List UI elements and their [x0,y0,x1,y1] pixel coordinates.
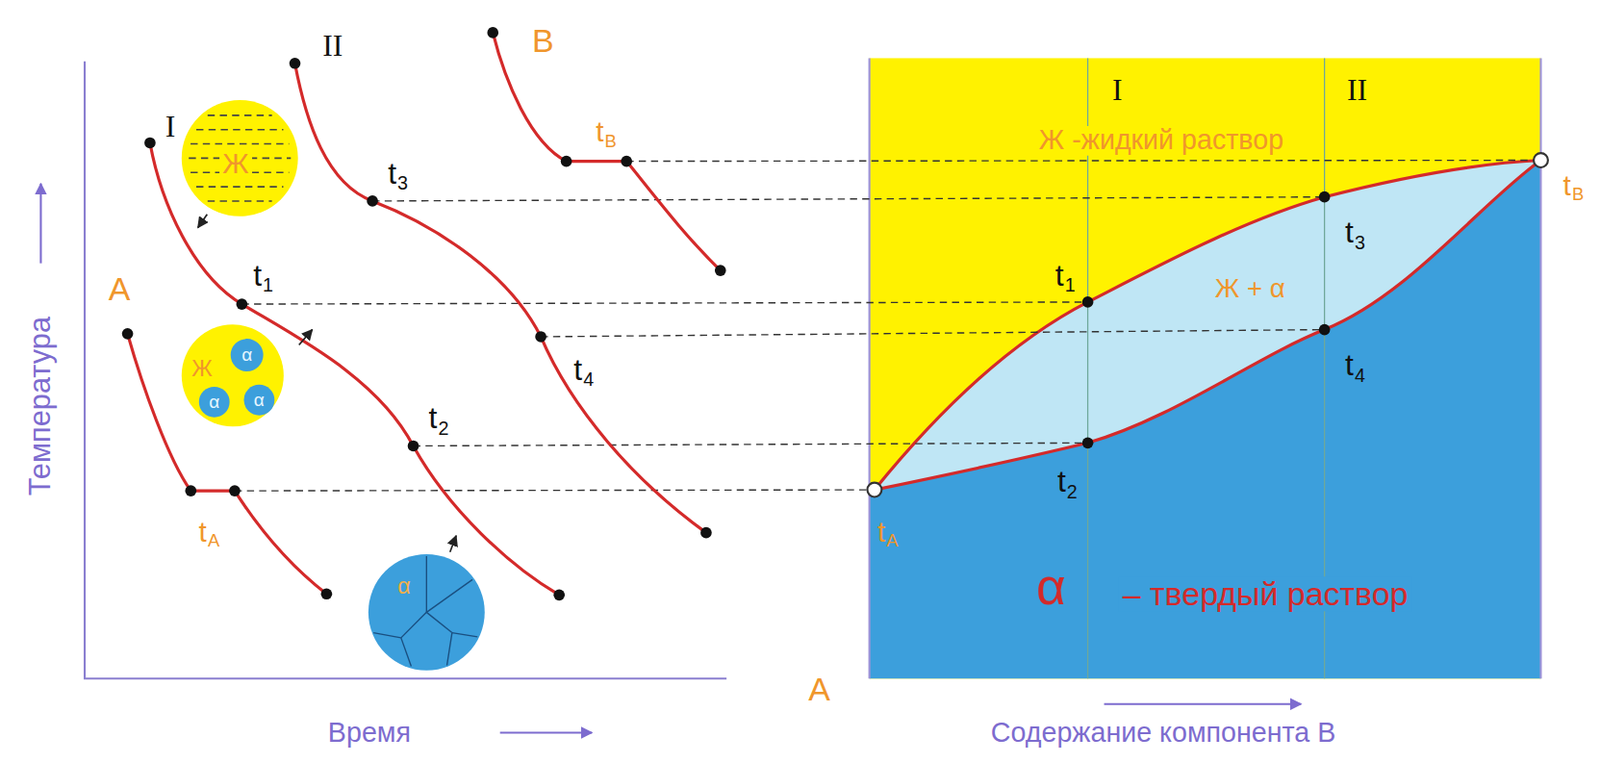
region-label: Ж + α [1215,274,1286,302]
temperature-mark: tA [877,518,899,548]
liquidus-line [874,160,1542,491]
crystal-circle: α [199,386,230,418]
phase-letter: α [397,575,410,598]
cooling-curves [127,32,721,595]
axis-arrow [500,731,592,734]
temperature-mark: t1 [1055,259,1076,291]
axes [84,61,727,680]
axis-arrow [39,183,42,264]
projection-lines [234,160,1542,492]
crystal-circle: α [243,384,275,416]
component-name: B [532,24,555,57]
phase-letter: α [208,392,220,411]
component-name: A [108,272,131,305]
two-phase-region [874,160,1542,491]
curve-number: I [165,111,177,143]
phase-letter: Ж [191,357,213,381]
axis-arrow [1104,703,1302,706]
solidus-line [874,160,1542,491]
component-name: A [808,672,831,706]
region-label: Ж -жидкий раствор [1035,126,1289,156]
temperature-mark: t2 [1057,466,1078,498]
alloy-number: I [1112,74,1123,105]
axis-title: Содержание компонента В [990,718,1337,747]
grain-boundaries [368,554,485,671]
panel-border [868,57,871,679]
phase-letter: α [241,346,253,365]
axis-title: Время [328,718,411,747]
phase-letter: Ж [219,150,253,179]
temperature-mark: t2 [429,403,450,434]
panel-border [1539,57,1542,679]
melting-point [866,482,882,498]
temperature-mark: t4 [573,354,594,385]
temperature-mark: t3 [1345,217,1366,249]
solid-region [869,160,1542,680]
temperature-mark: t1 [253,259,274,291]
phase-letter: α [253,390,265,409]
mixed-structure-circle: αααЖ [181,324,284,427]
alloy-number: II [1346,74,1368,105]
temperature-mark: tA [199,518,221,548]
axis-title: Температура [25,316,56,496]
region-label: – твердый раствор [1118,576,1413,611]
crystal-circle: α [230,338,264,372]
liquid-structure-circle: Ж [181,100,299,217]
curve-number: II [322,30,343,62]
liquid-region [869,57,1542,679]
solid-structure-circle: α [368,554,485,671]
melting-point [1533,152,1549,168]
temperature-mark: t3 [387,157,408,189]
curve-points [122,26,1331,601]
temperature-mark: tB [595,118,617,148]
temperature-mark: t4 [1345,350,1366,381]
phase-symbol: α [1036,560,1067,612]
temperature-mark: tB [1563,171,1585,201]
